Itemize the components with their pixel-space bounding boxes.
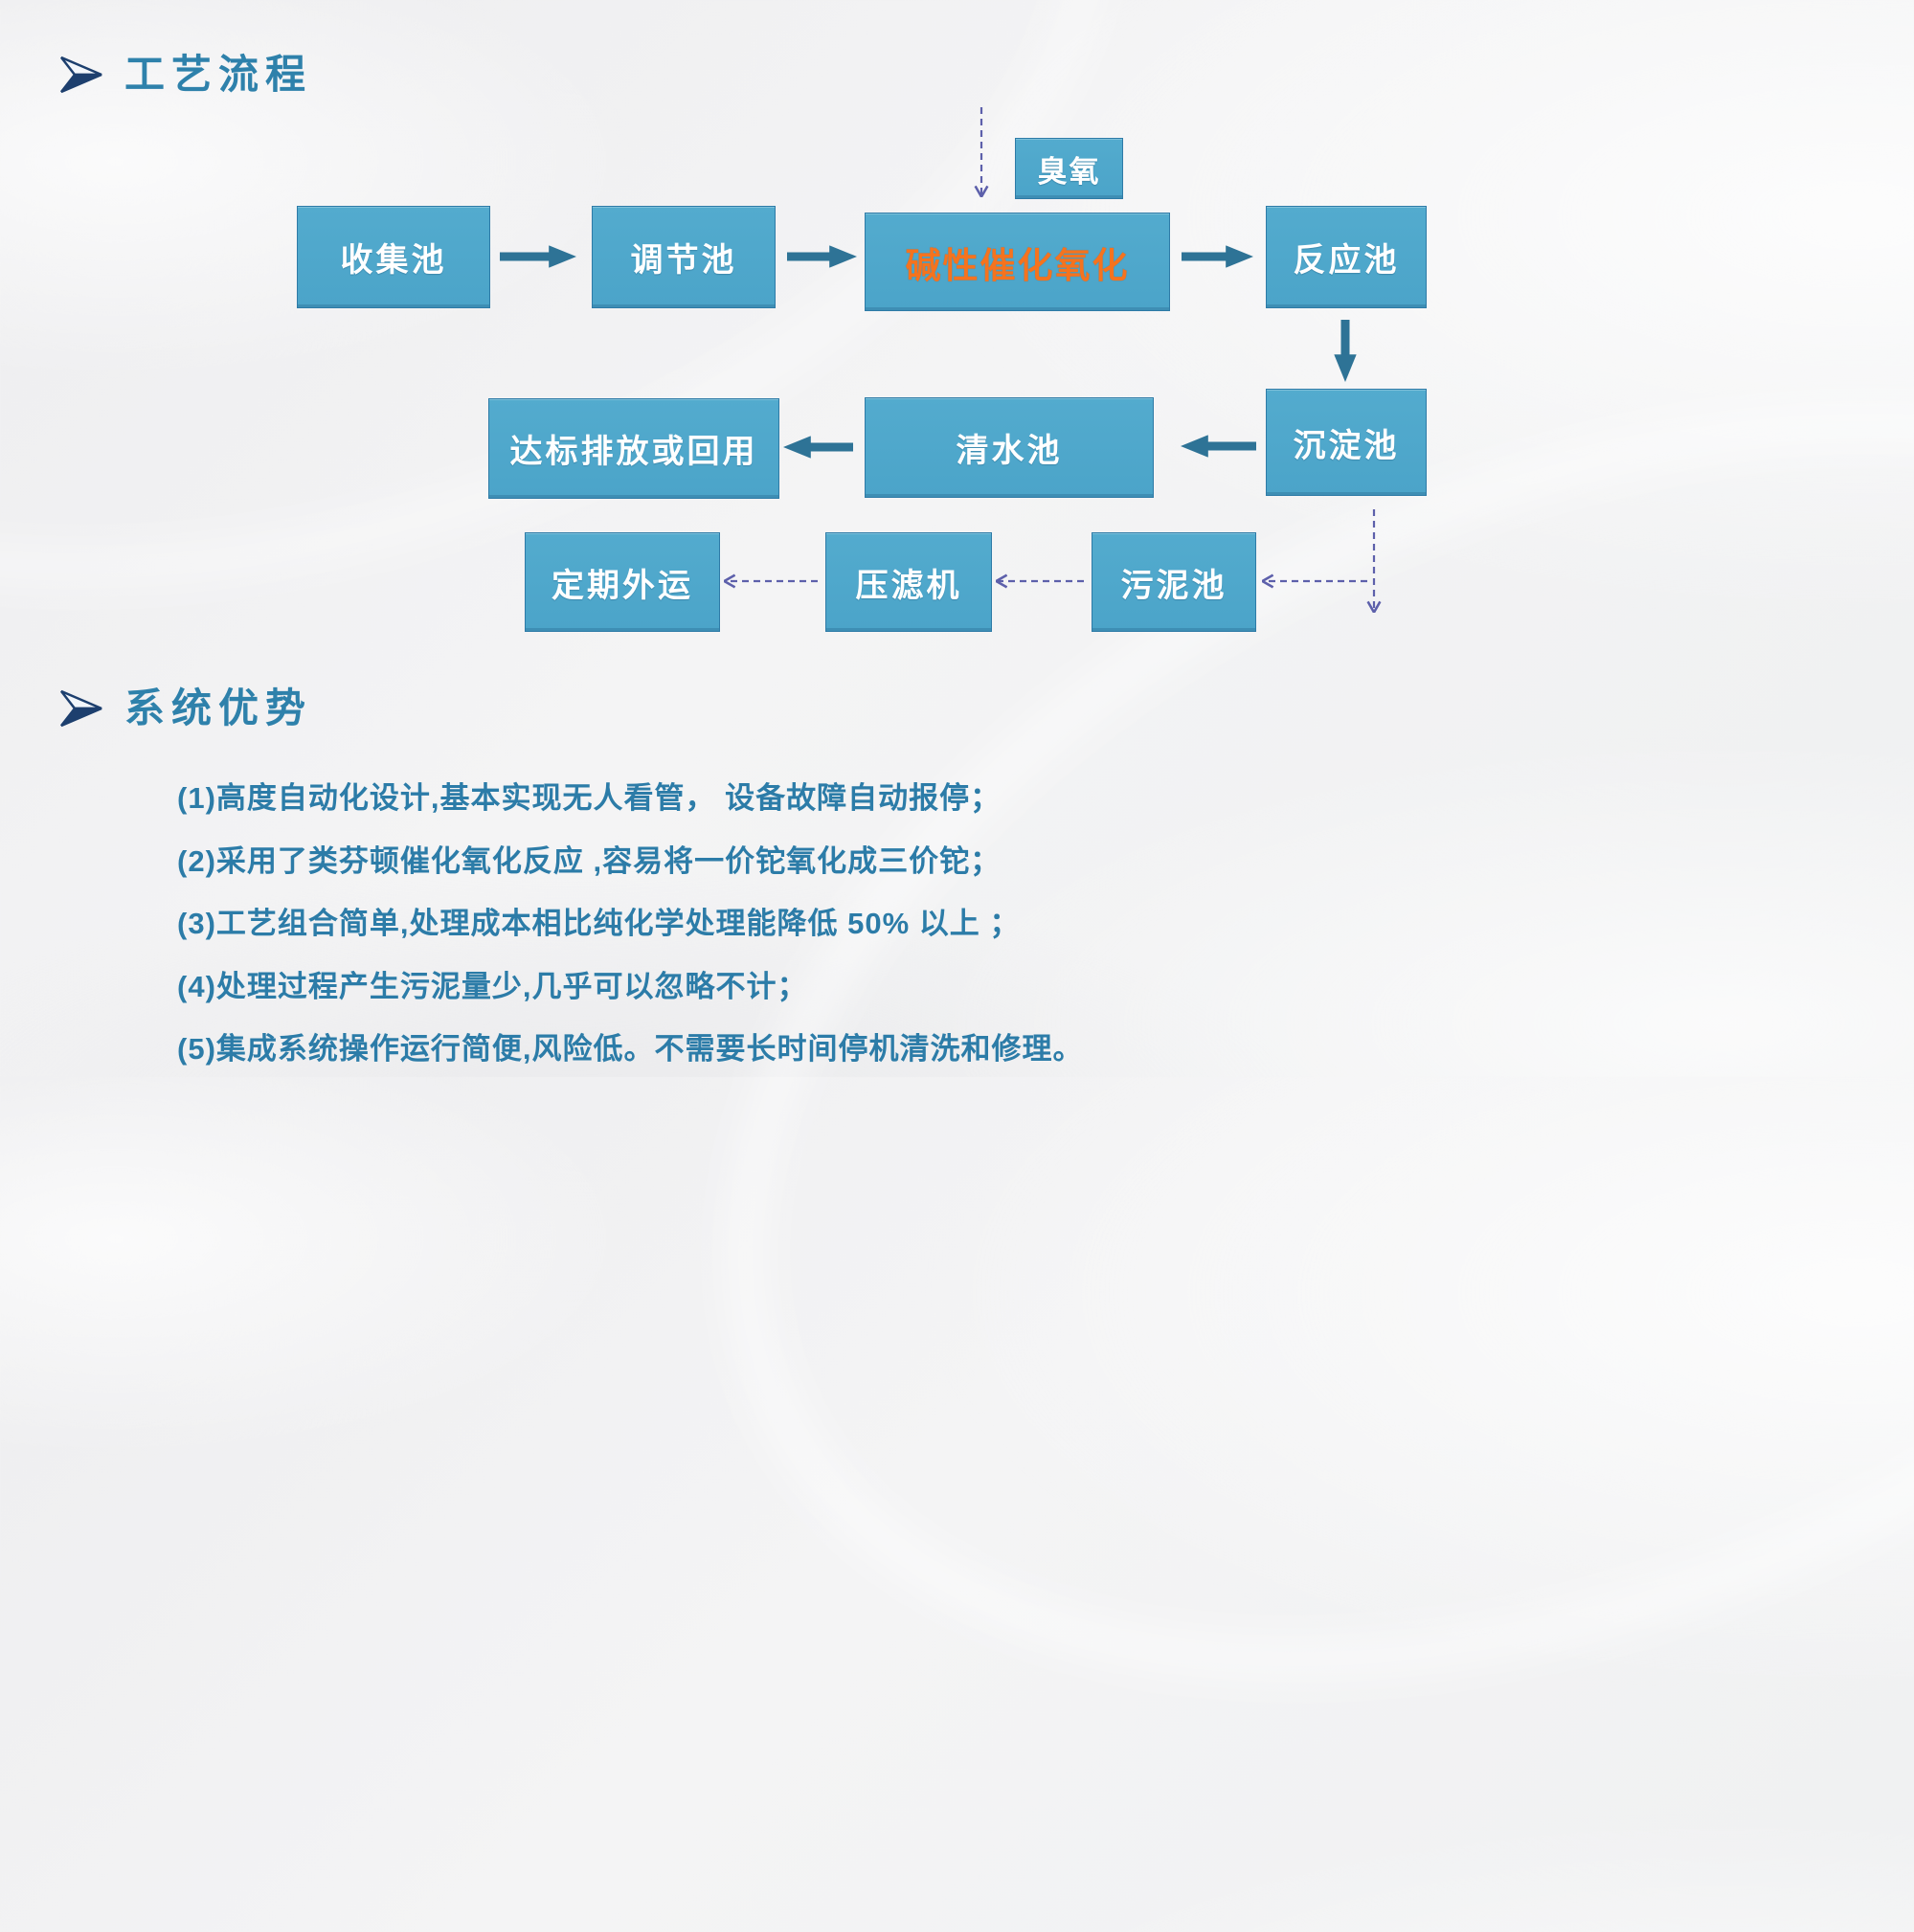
advantage-item-4: (4)处理过程产生污泥量少,几乎可以忽略不计； [177, 969, 808, 1003]
flow-box-regulation-pool: 调节池 [592, 206, 776, 308]
flow-box-ozone: 臭氧 [1015, 138, 1123, 199]
arrowhead-bullet-icon [60, 56, 102, 93]
section-process-flow: 工艺流程 [59, 42, 312, 101]
flow-box-standard-discharge-or-reuse: 达标排放或回用 [488, 398, 779, 499]
flow-box-label: 达标排放或回用 [509, 434, 758, 470]
flow-box-sludge-pool: 污泥池 [1092, 532, 1256, 632]
advantage-item-3: (3)工艺组合简单,处理成本相比纯化学处理能降低 50% 以上 ； [177, 907, 1021, 941]
flow-box-label: 臭氧 [1037, 154, 1101, 189]
flow-box-label: 碱性催化氧化 [905, 245, 1130, 285]
flow-box-label: 沉淀池 [1293, 427, 1400, 464]
flow-box-label: 定期外运 [552, 567, 693, 604]
flow-box-filter-press: 压滤机 [825, 532, 992, 632]
advantage-item-2: (2)采用了类芬顿催化氧化反应 ,容易将一价铊氧化成三价铊； [177, 843, 1002, 878]
flow-box-collection-pool: 收集池 [297, 206, 490, 308]
flow-box-alkaline-catalytic-oxidation: 碱性催化氧化 [865, 213, 1170, 311]
flow-box-label: 收集池 [340, 242, 447, 279]
page-title: 工艺流程 [124, 52, 313, 97]
arrowhead-bullet-icon [60, 689, 102, 727]
advantage-item-5: (5)集成系统操作运行简便,风险低。不需要长时间停机清洗和修理。 [177, 1032, 1084, 1067]
section-title: 系统优势 [124, 685, 313, 730]
flow-box-label: 压滤机 [855, 567, 962, 604]
flow-box-label: 清水池 [956, 433, 1063, 469]
flow-box-label: 反应池 [1293, 242, 1400, 279]
section-system-advantages: 系统优势 [59, 676, 312, 734]
flow-box-reaction-pool: 反应池 [1266, 206, 1427, 308]
flow-box-label: 调节池 [630, 242, 737, 279]
flow-box-label: 污泥池 [1120, 567, 1227, 604]
advantage-item-1: (1)高度自动化设计,基本实现无人看管， 设备故障自动报停； [177, 781, 1002, 816]
flow-box-periodic-transport: 定期外运 [525, 532, 720, 632]
flow-box-sedimentation-pool: 沉淀池 [1266, 389, 1427, 496]
advantages-list: (1)高度自动化设计,基本实现无人看管， 设备故障自动报停； (2)采用了类芬顿… [177, 764, 1422, 1078]
background-swirl [0, 0, 1249, 775]
flow-box-clear-water-pool: 清水池 [865, 397, 1154, 498]
